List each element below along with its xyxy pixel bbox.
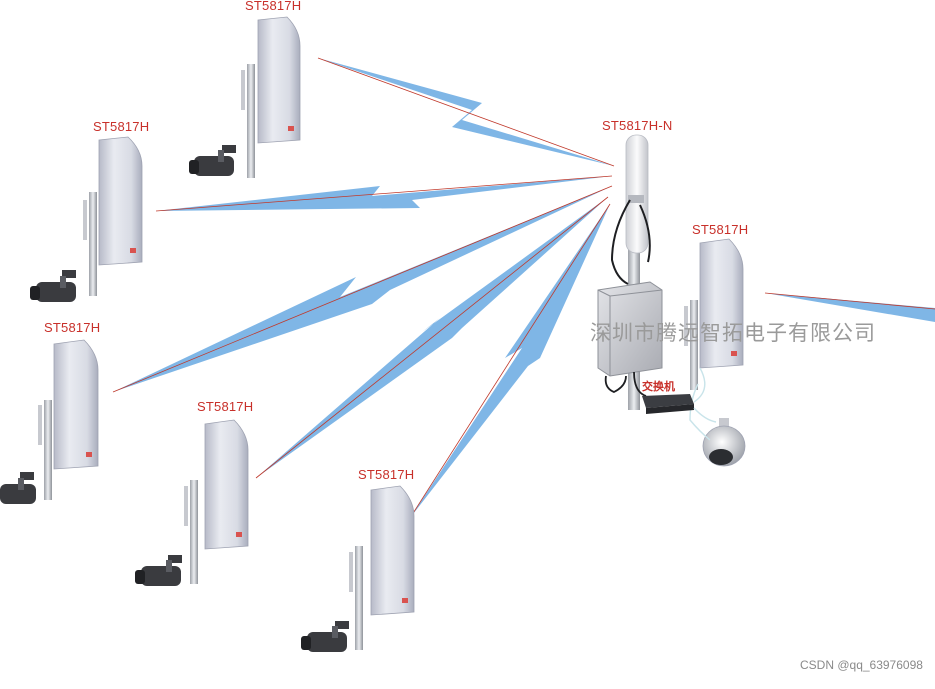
device-label-cpe-right: ST5817H bbox=[692, 222, 749, 237]
device-label-cpe-bottom-left: ST5817H bbox=[197, 399, 254, 414]
device-label-cpe-bottom-right: ST5817H bbox=[358, 467, 415, 482]
base-station-device bbox=[597, 134, 717, 423]
camera-icon bbox=[30, 270, 76, 302]
cpe-right-device bbox=[684, 238, 746, 467]
camera-icon bbox=[301, 621, 349, 652]
camera-icon bbox=[189, 145, 236, 176]
cpe-bottom-left-device bbox=[135, 419, 249, 586]
cpe-left-middle-device bbox=[0, 339, 99, 504]
company-watermark: 深圳市腾远智拓电子有限公司 bbox=[590, 321, 876, 345]
network-switch-icon bbox=[642, 394, 694, 414]
device-label-cpe-left-upper: ST5817H bbox=[93, 119, 150, 134]
beam-bottom-right bbox=[409, 203, 611, 519]
dome-camera-icon bbox=[702, 418, 746, 467]
switch-label: 交换机 bbox=[642, 380, 675, 393]
camera-icon bbox=[135, 555, 182, 586]
beam-top bbox=[317, 57, 615, 167]
beam-left-upper bbox=[155, 175, 613, 212]
device-label-cpe-left-middle: ST5817H bbox=[44, 320, 101, 335]
cpe-top-device bbox=[189, 16, 301, 178]
beam-left-middle bbox=[112, 185, 613, 393]
cpe-bottom-right-device bbox=[301, 485, 415, 652]
beam-bottom-left bbox=[255, 196, 609, 479]
camera-icon bbox=[0, 472, 36, 504]
source-credit: CSDN @qq_63976098 bbox=[800, 658, 923, 672]
device-label-cpe-top: ST5817H bbox=[245, 0, 302, 13]
beam-right bbox=[764, 292, 935, 322]
device-label-base-station: ST5817H-N bbox=[602, 118, 673, 133]
cpe-left-upper-device bbox=[30, 136, 143, 302]
